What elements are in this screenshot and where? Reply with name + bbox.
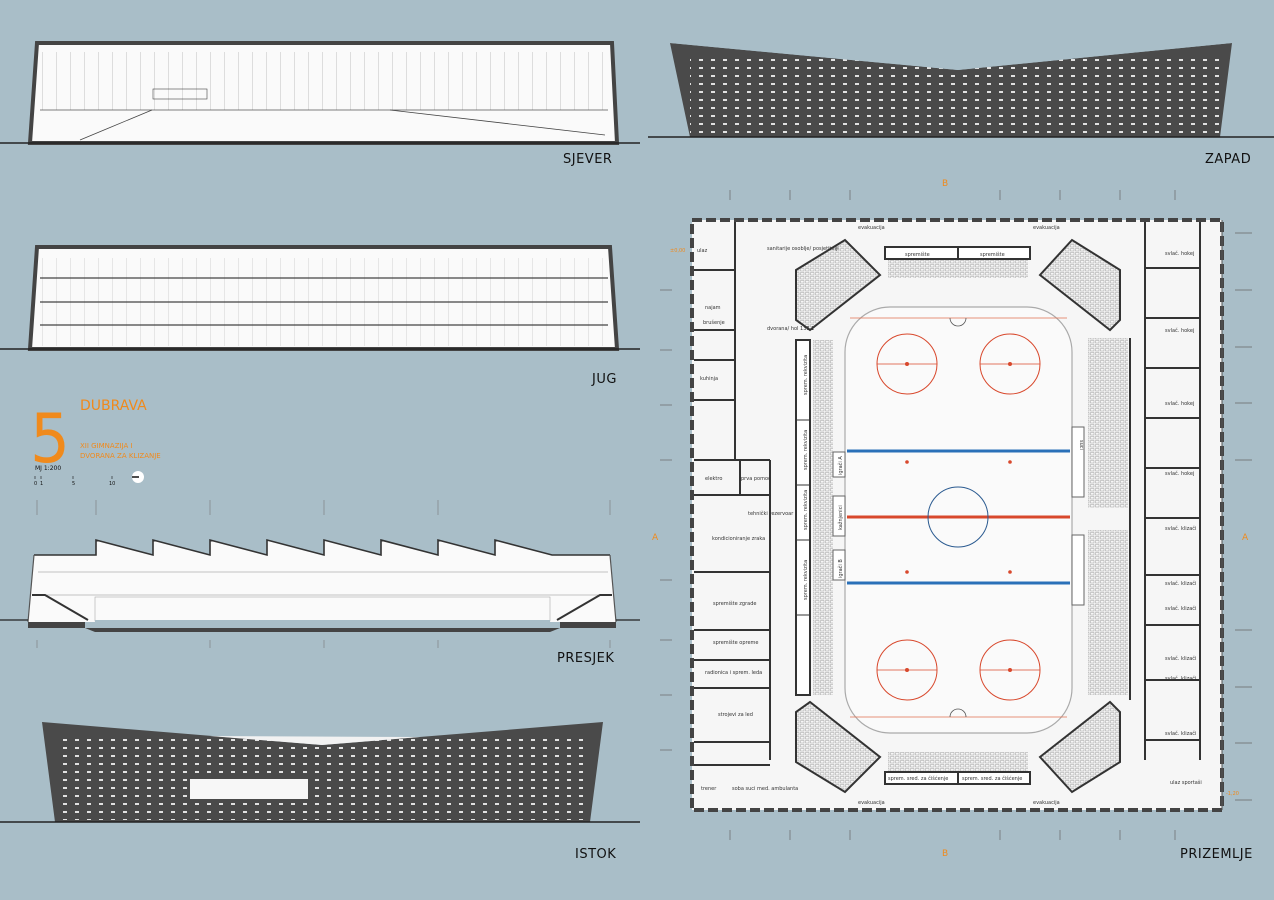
room-label: svlač. klizači (1165, 655, 1196, 662)
section-view: PRESJEK (0, 500, 640, 666)
view-label-south: JUG (591, 372, 617, 387)
room-label: ulaz (697, 248, 708, 254)
project-name: DUBRAVA (80, 398, 147, 414)
room-label: sanitarije osoblje/ posjetitelji (767, 246, 839, 252)
room-label: sprem. rekvizita (803, 490, 809, 530)
section-mark-b-top: B (942, 179, 948, 189)
project-subtitle-1: XII GIMNAZIJA I (80, 442, 133, 450)
scale-tick: 1 (40, 481, 43, 487)
room-label: evakuacija (1033, 225, 1060, 231)
room-label: soba suci (732, 786, 755, 792)
room-label: kuhinja (700, 376, 718, 382)
scale-tick: 0 (34, 481, 37, 487)
room-label: sprem. rekvizita (803, 430, 809, 470)
view-label-west: ZAPAD (1205, 152, 1251, 167)
scale-tick: 10 (109, 481, 115, 487)
room-label: svlač. klizači (1165, 605, 1196, 612)
scale-label: MJ 1:200 (35, 465, 61, 472)
room-label: med. ambulanta (757, 786, 798, 792)
room-label: tehnički rezervoar (748, 510, 794, 517)
view-label-ground-floor: PRIZEMLJE (1180, 847, 1253, 862)
room-label: spremište opreme (713, 639, 759, 646)
room-label: sprem. rekvizita (803, 560, 809, 600)
view-label-section: PRESJEK (557, 651, 614, 666)
room-label: igrači B (837, 559, 844, 578)
south-elevation: JUG (0, 245, 640, 387)
room-label: spremište zgrade (713, 600, 756, 607)
scale-tick: 5 (72, 481, 75, 487)
room-label: sprem. sred. za čišćenje (888, 775, 948, 782)
level-mark: -1,20 (1226, 791, 1239, 797)
room-label: svlač. hokej (1165, 470, 1194, 477)
project-number: 5 (30, 400, 70, 479)
ground-floor-plan: B B A A (652, 179, 1253, 862)
room-label: svlač. klizači (1165, 730, 1196, 737)
room-label: svlač. hokej (1165, 250, 1194, 257)
room-label: najam (705, 305, 721, 311)
room-label: sprem. sred. za čišćenje (962, 775, 1022, 782)
room-label: evakuacija (858, 800, 885, 806)
room-label: suci (1078, 440, 1084, 450)
ice-rink (844, 306, 1073, 734)
room-label: brušenje (703, 319, 725, 326)
room-label: kažnjenici (837, 505, 844, 530)
north-arrow-icon (132, 471, 144, 483)
scale-bar: 0 1 5 10 (34, 476, 115, 487)
title-block: 5 DUBRAVA XII GIMNAZIJA I DVORANA ZA KLI… (30, 398, 161, 487)
section-mark-b-bottom: B (942, 849, 948, 859)
room-label: svlač. klizači (1165, 525, 1196, 532)
room-label: prva pomoć (741, 475, 771, 482)
room-label: evakuacija (858, 225, 885, 231)
room-label: strojevi za led (718, 712, 753, 718)
view-label-east: ISTOK (575, 847, 616, 862)
room-label: trener (701, 786, 717, 792)
north-elevation: SJEVER (0, 41, 640, 167)
room-label: radionica i sprem. leda (705, 670, 762, 676)
room-label: svlač. klizači (1165, 580, 1196, 587)
room-label: svlač. hokej (1165, 400, 1194, 407)
east-elevation: ISTOK (0, 722, 640, 862)
room-label: ulaz sportaši (1170, 779, 1202, 786)
room-label: evakuacija (1033, 800, 1060, 806)
section-mark-a-left: A (652, 533, 659, 543)
west-elevation: ZAPAD (648, 38, 1274, 167)
project-subtitle-2: DVORANA ZA KLIZANJE (80, 452, 161, 460)
room-label: dvorana/ hol 133,1 (767, 326, 814, 332)
room-label: spremište (905, 251, 930, 258)
view-label-north: SJEVER (563, 152, 612, 167)
room-label: elektro (705, 476, 722, 482)
room-label: kondicioniranje zraka (712, 536, 765, 542)
section-mark-a-right: A (1242, 533, 1249, 543)
room-label: svlač. hokej (1165, 327, 1194, 334)
room-label: igrači A (837, 456, 844, 475)
room-label: spremište (980, 251, 1005, 258)
room-label: sprem. rekvizita (803, 355, 809, 395)
level-mark: ±0,00 (670, 248, 685, 254)
room-label: svlač. klizači (1165, 675, 1196, 682)
